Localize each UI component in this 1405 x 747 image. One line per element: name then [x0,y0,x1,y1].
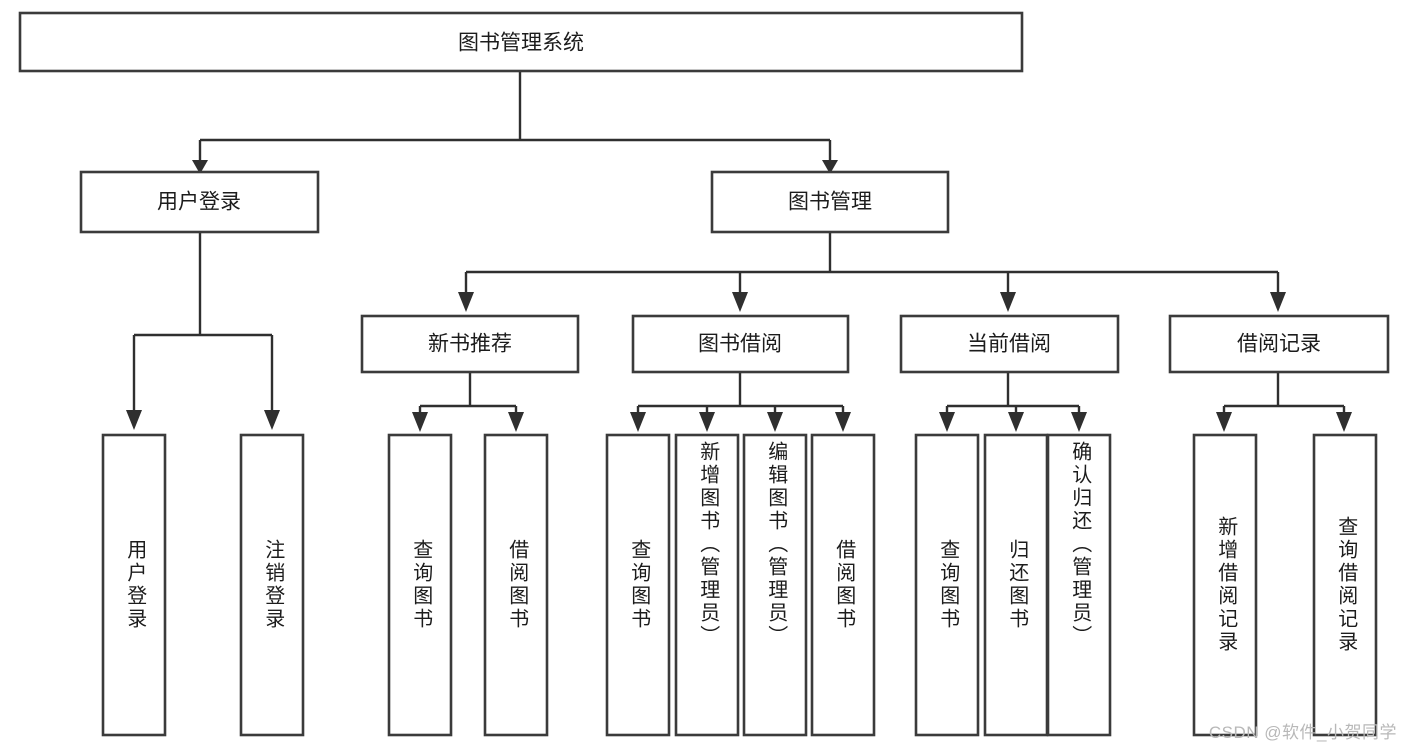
arrow-to-leaf-return-book [1008,412,1024,432]
node-box-new-book-recommend[interactable] [360,314,580,374]
node-box-borrow-record[interactable] [1168,314,1390,374]
arrow-to-borrow-record [1270,292,1286,312]
edges-layer [126,71,1352,432]
node-box-leaf-query-record[interactable] [1312,433,1378,737]
node-box-current-borrow[interactable] [899,314,1120,374]
arrow-to-leaf-edit-book [767,412,783,432]
node-box-leaf-edit-book[interactable] [742,433,808,737]
node-label-book-borrow: 图书借阅 [698,333,782,356]
node-box-leaf-user-logout[interactable] [239,433,305,737]
nodes-layer: 图书管理系统 用户登录 图书管理 新书推荐 图书借阅 当前借阅 借阅记录 [18,11,1390,737]
arrow-to-new-book-recommend [458,292,474,312]
arrow-to-leaf-query-book-2 [630,412,646,432]
node-label-user-login: 用户登录 [157,191,241,214]
node-box-user-login[interactable] [79,170,320,234]
node-label-book-management: 图书管理 [788,191,872,214]
node-box-book-borrow[interactable] [631,314,850,374]
arrow-to-user-login [192,160,208,174]
node-box-leaf-add-record[interactable] [1192,433,1258,737]
node-box-root[interactable] [18,11,1024,73]
node-box-leaf-borrow-book-1[interactable] [483,433,549,737]
arrow-to-leaf-borrow-book-1 [508,412,524,432]
node-box-leaf-borrow-book-2[interactable] [810,433,876,737]
node-label-root: 图书管理系统 [458,32,584,55]
edge-borrowrecord-to-bus [1222,372,1346,416]
arrow-to-leaf-add-book [699,412,715,432]
node-box-leaf-return-book[interactable] [983,433,1049,737]
node-label-current-borrow: 当前借阅 [967,333,1051,356]
node-label-new-book-recommend: 新书推荐 [428,333,512,356]
node-box-leaf-confirm-return[interactable] [1046,433,1112,737]
edge-bookmgmt-to-bus [464,232,1280,292]
arrow-to-leaf-query-book-3 [939,412,955,432]
node-box-leaf-query-book-2[interactable] [605,433,671,737]
edge-bookborrow-to-bus [636,372,845,416]
edge-userlogin-to-bus [132,232,274,410]
edge-recommend-to-bus [418,372,518,416]
arrow-to-leaf-confirm-return [1071,412,1087,432]
node-box-leaf-query-book-3[interactable] [914,433,980,737]
arrow-to-book-management [822,160,838,174]
arrow-to-leaf-user-login [126,410,142,430]
arrow-to-leaf-user-logout [264,410,280,430]
node-box-book-management[interactable] [710,170,950,234]
arrow-to-current-borrow [1000,292,1016,312]
arrow-to-leaf-query-book-1 [412,412,428,432]
edge-currentborrow-to-bus [945,372,1081,416]
node-box-leaf-user-login[interactable] [101,433,167,737]
arrow-to-leaf-add-record [1216,412,1232,432]
arrow-to-leaf-query-record [1336,412,1352,432]
arrow-to-book-borrow [732,292,748,312]
node-box-leaf-query-book-1[interactable] [387,433,453,737]
node-box-leaf-add-book[interactable] [674,433,740,737]
node-label-borrow-record: 借阅记录 [1237,333,1321,356]
watermark-text: CSDN @软件_小贺同学 [1208,723,1397,742]
arrow-to-leaf-borrow-book-2 [835,412,851,432]
edge-root-to-bus [198,71,832,160]
